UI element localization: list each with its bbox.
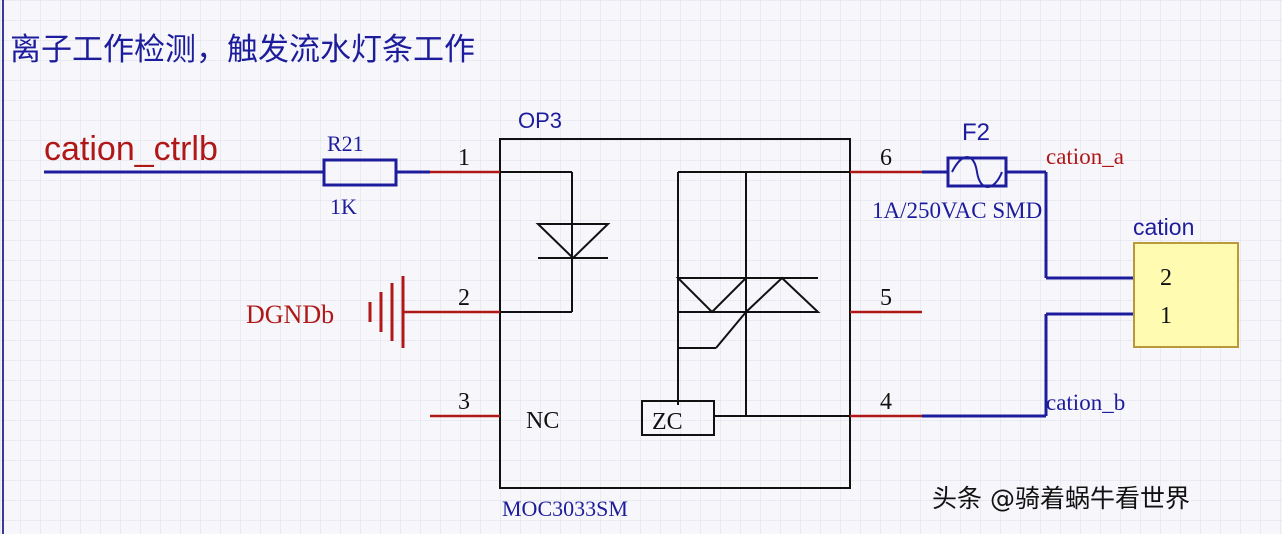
zero-cross-box <box>641 400 715 436</box>
resistor-r21[interactable]: R21 1K <box>322 131 398 219</box>
connector-pin-1: 1 <box>1160 303 1172 329</box>
resistor-value: 1K <box>330 194 357 219</box>
fuse-f2[interactable]: F2 1A/250VAC SMD <box>872 119 1042 223</box>
pin-1-number: 1 <box>458 145 470 171</box>
pin-4-number: 4 <box>880 389 892 415</box>
led-diode-icon <box>535 223 611 260</box>
nc-label: NC <box>526 408 559 434</box>
connector-ref: cation <box>1133 214 1194 240</box>
pin-2-number: 2 <box>458 285 470 311</box>
watermark: 头条 @骑着蜗牛看世界 <box>932 484 1190 513</box>
ground-label: DGNDb <box>246 300 334 329</box>
triac-diode-down-icon <box>675 277 749 314</box>
optocoupler-part: MOC3033SM <box>502 496 628 521</box>
net-label-cation-a[interactable]: cation_a <box>1046 144 1124 169</box>
optocoupler-op3[interactable]: OP3 MOC3033SM ZC NC 1 2 <box>404 108 922 521</box>
pin-3-number: 3 <box>458 389 470 415</box>
diagram-title: 离子工作检测，触发流水灯条工作 <box>10 32 475 68</box>
triac-gate-line <box>715 311 747 349</box>
fuse-value: 1A/250VAC SMD <box>872 198 1042 223</box>
ground-dgndb[interactable]: DGNDb <box>246 276 405 348</box>
connector-body <box>1133 242 1239 348</box>
optocoupler-body <box>499 138 851 489</box>
fuse-ref: F2 <box>962 119 990 146</box>
net-label-cation-ctrlb[interactable]: cation_ctrlb <box>44 130 218 168</box>
fuse-icon <box>951 156 1003 188</box>
pin-5-number: 5 <box>880 285 892 311</box>
triac-diode-up-icon <box>743 276 821 313</box>
resistor-ref: R21 <box>327 131 364 156</box>
net-label-cation-b[interactable]: cation_b <box>1046 390 1125 415</box>
optocoupler-ref: OP3 <box>518 108 562 133</box>
zero-cross-label: ZC <box>652 409 683 435</box>
pin-6-number: 6 <box>880 145 892 171</box>
connector-pin-2: 2 <box>1160 265 1172 291</box>
connector-cation[interactable]: cation 2 1 <box>1133 214 1239 348</box>
